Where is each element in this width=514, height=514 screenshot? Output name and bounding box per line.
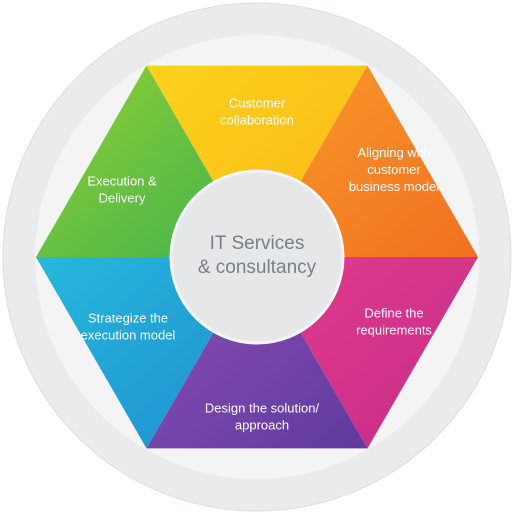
center-hub: [169, 169, 345, 345]
segment-label-aligning-with-customer-business-model-line3: business model: [349, 179, 439, 194]
segment-label-strategize-the-execution-model-line1: Strategize the: [88, 311, 168, 326]
segment-label-strategize-the-execution-model-line2: execution model: [81, 328, 176, 343]
center-title-line2: & consultancy: [198, 257, 317, 278]
segment-design-the-solution-approach: [146, 257, 368, 449]
segment-label-design-the-solution-approach-line1: Design the solution/: [205, 401, 320, 416]
segment-label-define-the-requirements-line1: Define the: [364, 306, 423, 321]
segment-customer-collaboration: [146, 65, 368, 257]
segment-label-customer-collaboration-line1: Customer: [229, 96, 286, 111]
segment-label-execution-delivery-line1: Execution &: [87, 174, 157, 189]
segment-label-customer-collaboration-line2: collaboration: [220, 113, 294, 128]
center-title-line1: IT Services: [210, 233, 305, 254]
segment-label-execution-delivery-line2: Delivery: [99, 191, 146, 206]
segment-label-define-the-requirements-line2: requirements: [356, 323, 432, 338]
segment-label-design-the-solution-approach-line2: approach: [235, 418, 289, 433]
segment-label-aligning-with-customer-business-model-line2: customer: [367, 162, 421, 177]
segment-label-aligning-with-customer-business-model-line1: Aligning with: [358, 145, 431, 160]
